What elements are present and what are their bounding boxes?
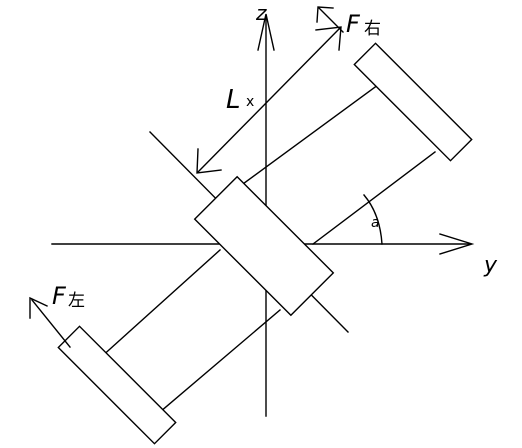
lx-arrowhead-lower [196,148,222,174]
upper-axle-edge-right [312,151,436,245]
angle-label: a [371,215,380,231]
f-left-arrowhead [29,296,48,319]
left-wheel-plate [57,325,177,445]
y-axis-arrowhead [439,233,475,255]
z-axis-arrowhead [257,13,275,51]
lx-subscript: x [246,94,254,110]
f-right-subscript: 右 [364,19,381,39]
lower-axle-edge-left [99,249,221,359]
f-left-arrow-shaft [31,299,71,348]
z-axis-label: z [255,1,267,25]
upper-axle-edge-left [231,81,383,193]
lx-letter: L [226,85,241,115]
f-right-arrow-shaft [318,7,344,33]
angle-arc [363,194,383,245]
f-left-letter: F [52,282,67,310]
f-right-letter: F [346,10,361,38]
center-block [193,175,335,317]
lower-axle-edge-right [159,309,281,413]
right-wheel-plate [353,42,473,162]
y-axis-label: y [483,253,498,278]
lx-dimension-line [197,27,341,173]
f-right-arrowhead [316,6,334,23]
f-left-subscript: 左 [68,291,85,311]
lx-arrowhead-upper [315,26,342,51]
